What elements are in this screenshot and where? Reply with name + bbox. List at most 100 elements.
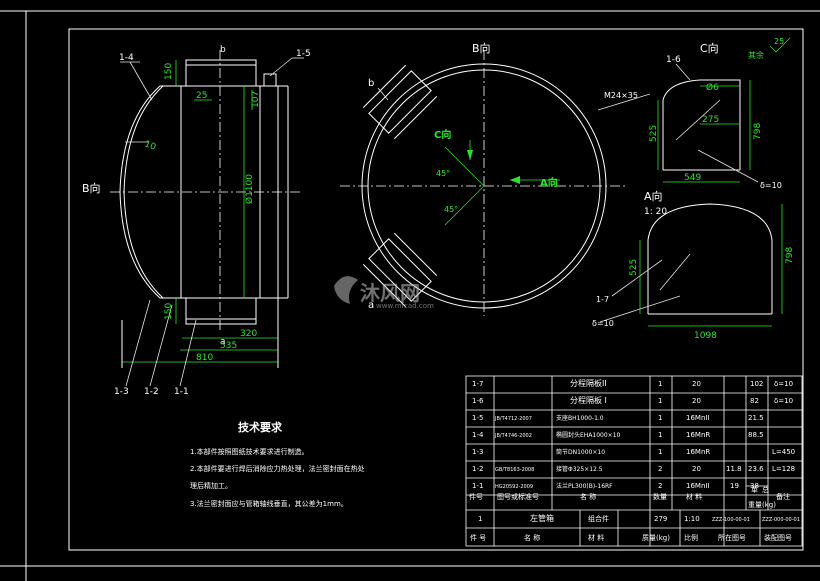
bom-total: 21.5 [748,414,764,422]
watermark-brand: 沐风网 [360,281,420,305]
b-view-title: B向 [472,41,491,55]
bom-note: L=450 [772,448,795,456]
b-letter: b [368,78,374,89]
bom-no: 1-3 [472,448,483,456]
dim-10: 10 [143,139,157,152]
bom-mat: 16MnII [686,482,710,490]
bom-total: 23.6 [748,465,764,473]
tech-item-4: 3.法兰密封面应与管箱轴线垂直，其公差为1mm。 [190,499,348,508]
bom-std: GB/T8163-2008 [495,467,534,473]
c-view-title: C向 [700,41,719,55]
callout-1-3: 1-3 [114,387,129,397]
dim-1098: 1098 [694,331,717,341]
callout-1-7: 1-7 [596,295,609,304]
dim-107: 107 [251,91,261,108]
tech-title: 技术要求 [238,420,283,434]
footer-drawing: 所在图号 [718,533,746,542]
a-letter: a [368,300,374,311]
dim-d6: Ø6 [706,82,719,93]
bom-row: 1-6 分程隔板 I 1 20 82 δ=10 [472,395,793,405]
footer-name: 名 称 [524,533,540,542]
bom-no: 1-4 [472,431,484,439]
callout-1-2: 1-2 [144,387,159,397]
bom-header-name: 名 称 [580,492,596,501]
footer-no: 件 号 [470,533,486,542]
assembly-name: 左管箱 [530,513,554,523]
roughness-label: 其余 [748,50,764,60]
assembly-weight: 279 [654,515,667,523]
bom-row: 1-1 HG20592-2009 法兰PL300(B)-16RF 2 16MnI… [472,482,759,490]
bom-qty: 2 [658,465,662,473]
footer-weight: 质量(kg) [642,533,670,542]
c-view-arrow: C向 [434,128,451,141]
bom-assembly-row: 1 左管箱 组合件 279 1:10 ZZZ-100-00-01 ZZZ-000… [478,513,800,523]
angle-45-lower: 45° [444,205,458,214]
bom-total: 88.5 [748,431,764,439]
tech-item-1: 1.本部件按照图纸技术要求进行制造。 [190,447,309,456]
bom-qty: 1 [658,380,662,388]
roughness-symbol: 其余 25 [748,37,791,60]
bom-qty: 2 [658,482,662,490]
m24-callout: M24×35 [604,91,638,100]
bom-std: JB/T4712-2007 [494,416,532,422]
bom-no: 1-6 [472,397,484,405]
a-view-arrow: A向 [540,176,558,189]
dim-525-c: 525 [649,125,659,142]
watermark: 沐风网 www.mfcad.com [334,276,434,310]
bom-std: JB/T4746-2002 [494,433,532,439]
bom-unit: 11.8 [726,465,742,473]
dim-275: 275 [702,115,719,125]
bom-mat: 16MnR [686,448,710,456]
bom-mat: 16MnII [686,414,710,422]
bom-row: 1-7 分程隔板II 1 20 102 δ=10 [472,378,793,388]
dim-810: 810 [196,353,213,363]
tech-item-2: 2.本部件要进行焊后消除应力热处理，法兰密封面在热处 [190,464,365,473]
bom-mat: 20 [692,465,701,473]
c-view-labels: C向 1-6 Ø6 275 525 798 549 δ=10 [649,41,782,190]
dim-150-bottom: 150 [164,303,174,320]
bom-header-weight: 重量(kg) [748,501,776,509]
watermark-logo-icon [334,276,358,304]
bom-no: 1-2 [472,465,483,473]
dim-798-c: 798 [753,123,763,140]
bom-header: 件号 图号或标准号 名 称 数量 材 料 单 总 重量(kg) 备注 [469,485,790,509]
bom-qty: 1 [658,431,662,439]
bom-qty: 1 [658,448,662,456]
bom-name: 椭圆封头EHA1000×10 [556,431,621,439]
bom-name: 接管Φ325×12.5 [556,465,603,473]
dim-320: 320 [240,329,257,339]
bom-mat: 16MnR [686,431,710,439]
assembly-asm-drawing: ZZZ-000-00-01 [762,517,800,523]
bom-no: 1-5 [472,414,483,422]
bom-unit: 19 [730,482,739,490]
bom-total: 102 [750,380,763,388]
dim-798-a: 798 [785,247,795,264]
bom-name: 支座BH1000-1.0 [556,414,604,422]
thickness-a: δ=10 [592,319,614,328]
callout-1-6: 1-6 [666,55,681,65]
b-view [340,50,651,316]
bom-table [465,375,803,547]
assembly-drawing: ZZZ-100-00-01 [712,517,750,523]
bom-header-total: 总 [762,485,769,494]
watermark-url: www.mfcad.com [376,302,434,310]
thickness-c: δ=10 [760,181,782,190]
footer-mat: 材 料 [588,533,604,542]
bom-row: 1-3 筒节DN1000×10 1 16MnR L=450 [472,448,795,456]
bom-header-note: 备注 [776,492,790,501]
c-view [657,63,759,183]
dim-d1100: Ø1100 [244,174,255,204]
bom-std: HG20592-2009 [495,484,533,490]
bom-header-qty: 数量 [653,492,667,501]
dim-150-top: 150 [164,63,174,80]
bom-header-single: 单 [751,485,758,494]
tech-requirements: 技术要求 1.本部件按照图纸技术要求进行制造。 2.本部件要进行焊后消除应力热处… [190,420,365,508]
bom-name: 法兰PL300(B)-16RF [556,482,613,490]
front-view-dims: 150 25 107 10 Ø1100 150 320 535 810 [143,63,261,363]
bom-qty: 1 [658,414,662,422]
bom-total: 82 [750,397,759,405]
bom-no: 1-1 [472,482,483,490]
bom-row: 1-4 JB/T4746-2002 椭圆封头EHA1000×10 1 16MnR… [472,431,764,439]
bom-name: 分程隔板II [570,378,607,388]
